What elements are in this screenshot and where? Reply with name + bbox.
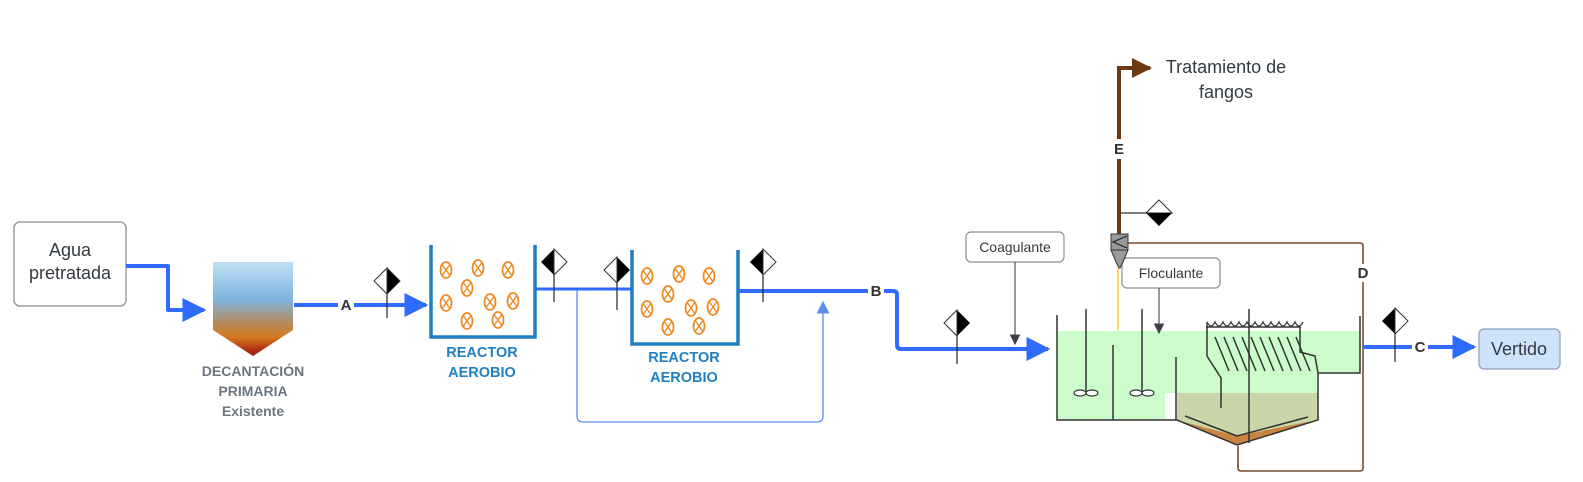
stream-label-e: E bbox=[1114, 141, 1124, 158]
stream-label-b: B bbox=[871, 283, 882, 300]
flow-inlet-to-primary bbox=[126, 264, 207, 322]
reactor1-label-line2: AEROBIO bbox=[448, 365, 516, 381]
aeration-diffuser-icon bbox=[483, 293, 497, 311]
lamella-plate bbox=[1232, 336, 1248, 372]
aeration-diffuser-icon bbox=[439, 294, 453, 312]
sludge-treatment-label-line1: Tratamiento de bbox=[1166, 57, 1286, 77]
sampling-point-reactor2-in[interactable] bbox=[603, 255, 630, 310]
aeration-diffuser-icon bbox=[491, 311, 505, 329]
aeration-diffuser-icon bbox=[640, 300, 654, 318]
stream-label-a: A bbox=[341, 297, 352, 314]
aeration-diffuser-icon bbox=[706, 298, 720, 316]
sludge-treatment-destination[interactable]: Tratamiento de fangos bbox=[1166, 57, 1286, 102]
outlet-box[interactable]: Vertido bbox=[1478, 328, 1561, 370]
reactor-aerobic-1[interactable]: REACTOR AEROBIO bbox=[429, 245, 537, 381]
sludge-line-e bbox=[1117, 58, 1152, 234]
aerators-1 bbox=[439, 259, 520, 330]
lamella-plate bbox=[1295, 336, 1311, 372]
reactor2-label-line1: REACTOR bbox=[648, 350, 720, 366]
aeration-diffuser-icon bbox=[439, 261, 453, 279]
clarifier-unit[interactable] bbox=[1056, 309, 1363, 446]
outlet-label: Vertido bbox=[1491, 339, 1547, 359]
mixer-2-blade-right bbox=[1141, 389, 1155, 397]
mixer-1-blade-right bbox=[1085, 389, 1099, 397]
aeration-diffuser-icon bbox=[702, 267, 716, 285]
inlet-label-line2: pretratada bbox=[29, 263, 112, 283]
primary-label-line3: Existente bbox=[222, 403, 284, 419]
aeration-diffuser-icon bbox=[460, 312, 474, 330]
lamella-plate bbox=[1214, 336, 1230, 372]
aeration-diffuser-icon bbox=[692, 317, 706, 335]
lamella-plate bbox=[1286, 336, 1302, 372]
primary-label-line1: DECANTACIÓN bbox=[202, 362, 304, 379]
aeration-diffuser-icon bbox=[640, 267, 654, 285]
aeration-diffuser-icon bbox=[506, 292, 520, 310]
lamella-plate bbox=[1250, 336, 1266, 372]
primary-decanter[interactable]: DECANTACIÓN PRIMARIA Existente bbox=[202, 262, 304, 419]
flow-stream-b bbox=[739, 289, 1051, 361]
sampling-point-e[interactable] bbox=[1119, 199, 1174, 226]
reactor2-label-line2: AEROBIO bbox=[650, 370, 718, 386]
lamella-plate bbox=[1259, 336, 1275, 372]
lamella-plate bbox=[1277, 336, 1293, 372]
decanter-shape bbox=[213, 262, 293, 356]
reactor-aerobic-2[interactable]: REACTOR AEROBIO bbox=[630, 250, 740, 386]
flocculant-dosing[interactable]: Floculante bbox=[1121, 257, 1221, 335]
stream-label-c: C bbox=[1415, 339, 1426, 356]
sludge-treatment-label-line2: fangos bbox=[1199, 82, 1253, 102]
sampling-point-reactor1-out[interactable] bbox=[541, 247, 568, 302]
reactor1-label-line1: REACTOR bbox=[446, 345, 518, 361]
sludge-pump[interactable] bbox=[1110, 233, 1129, 269]
aeration-diffuser-icon bbox=[661, 318, 675, 336]
aeration-diffuser-icon bbox=[501, 261, 515, 279]
recirculation-loop bbox=[576, 290, 830, 423]
aerators-2 bbox=[640, 265, 720, 336]
coagulant-label: Coagulante bbox=[979, 239, 1051, 255]
aeration-diffuser-icon bbox=[460, 279, 474, 297]
mixer-2-blade-left bbox=[1129, 389, 1143, 397]
mixer-1-blade-left bbox=[1073, 389, 1087, 397]
aeration-diffuser-icon bbox=[661, 285, 675, 303]
lamella-plates bbox=[1214, 336, 1311, 372]
sludge-line-d bbox=[1128, 242, 1364, 472]
coagulant-dosing[interactable]: Coagulante bbox=[965, 231, 1065, 346]
aeration-diffuser-icon bbox=[684, 299, 698, 317]
sampling-point-c[interactable] bbox=[1382, 306, 1409, 362]
inlet-box[interactable]: Agua pretratada bbox=[13, 221, 127, 307]
primary-label-line2: PRIMARIA bbox=[218, 383, 287, 399]
sampling-point-a[interactable] bbox=[373, 266, 401, 318]
sampling-point-b[interactable] bbox=[943, 308, 970, 364]
flocculant-label: Floculante bbox=[1139, 265, 1204, 281]
aeration-diffuser-icon bbox=[471, 259, 485, 277]
aeration-diffuser-icon bbox=[672, 265, 686, 283]
lamella-plate bbox=[1223, 336, 1239, 372]
lamella-plate bbox=[1268, 336, 1284, 372]
sampling-point-reactor2-out[interactable] bbox=[750, 247, 777, 302]
stream-label-d: D bbox=[1358, 265, 1369, 282]
inlet-label-line1: Agua bbox=[49, 240, 92, 260]
